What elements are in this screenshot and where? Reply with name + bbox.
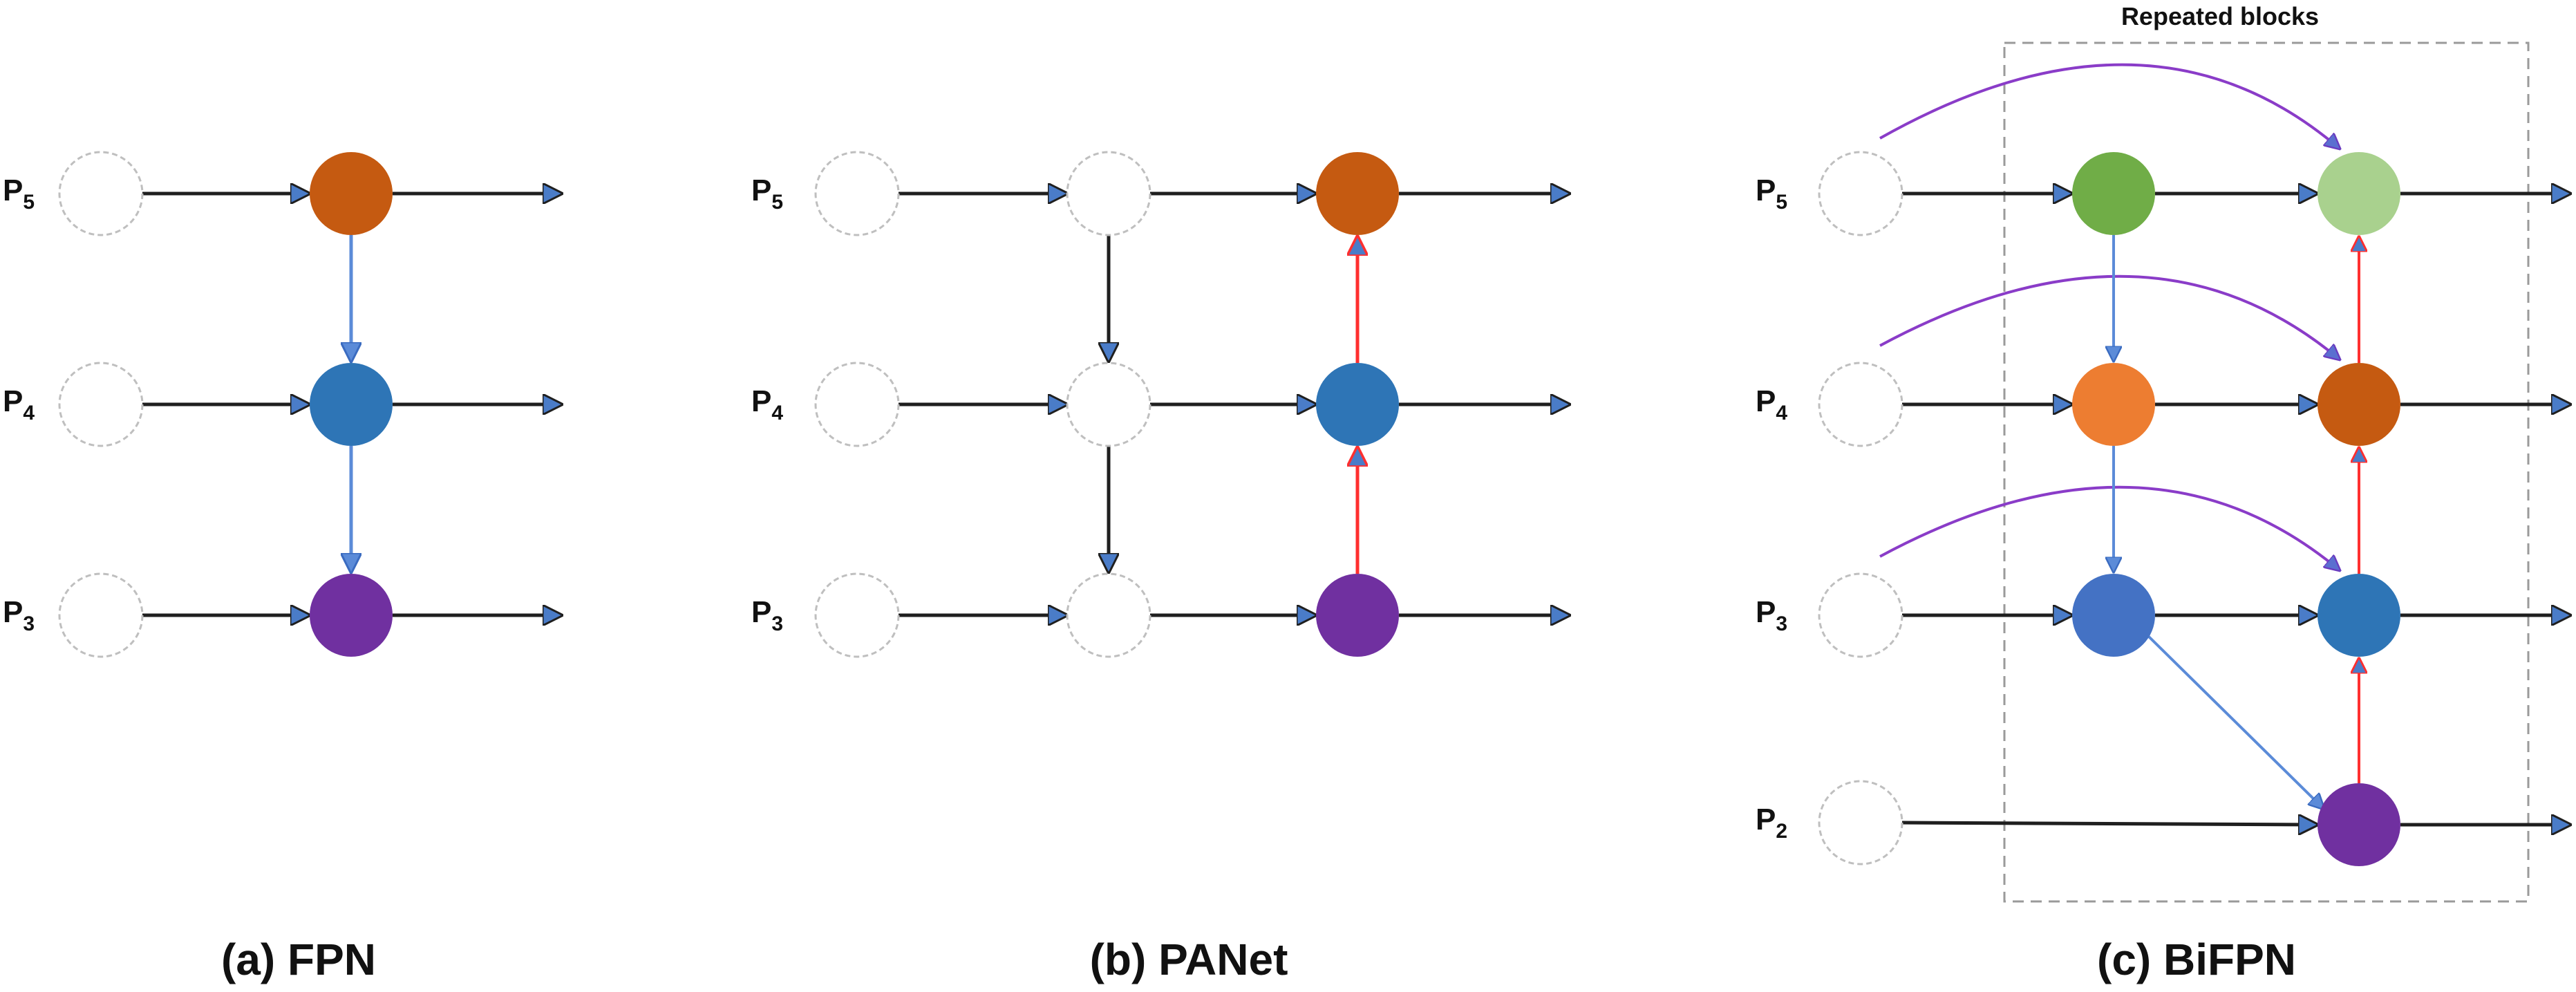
skip-arrow — [1879, 63, 2340, 149]
output-node-p4 — [1316, 363, 1399, 446]
input-node-p4 — [1818, 362, 1903, 447]
input-node-p3 — [814, 572, 900, 658]
output-node-p5 — [1316, 152, 1399, 235]
repeated-blocks-box — [2003, 41, 2530, 903]
level-label-p4: P4 — [1756, 384, 1787, 424]
fused-node-p4 — [310, 363, 393, 446]
intermediate-node-p5 — [1066, 151, 1151, 236]
input-node-p2 — [1818, 780, 1903, 865]
top-down-arrow — [2147, 635, 2324, 809]
panel-panet: P5 P4 P3 (b) PANet — [751, 151, 1569, 984]
level-label-p5: P5 — [751, 174, 783, 214]
fused-node-p3 — [310, 574, 393, 657]
caption-fpn: (a) FPN — [221, 935, 376, 984]
repeated-blocks-label: Repeated blocks — [2121, 2, 2319, 30]
intermediate-node-p3 — [1066, 572, 1151, 658]
output-node-p3 — [2318, 574, 2400, 657]
input-node-p4 — [814, 362, 900, 447]
skip-arrow — [1879, 485, 2340, 570]
output-node-p4 — [2318, 363, 2400, 446]
level-label-p5: P5 — [1756, 174, 1787, 214]
skip-arrow — [1879, 274, 2340, 359]
level-label-p3: P3 — [1756, 595, 1787, 635]
caption-bifpn: (c) BiFPN — [2097, 935, 2296, 984]
level-label-p4: P4 — [3, 384, 35, 424]
intermediate-node-p4 — [2072, 363, 2155, 446]
input-node-p5 — [58, 151, 144, 236]
output-node-p2 — [2318, 783, 2400, 866]
level-label-p3: P3 — [751, 595, 783, 635]
caption-panet: (b) PANet — [1090, 935, 1288, 984]
panel-bifpn: Repeated blocks P5 P4 P3 P2 — [1756, 2, 2570, 984]
arrow — [1901, 823, 2317, 825]
intermediate-node-p3 — [2072, 574, 2155, 657]
output-node-p5 — [2318, 152, 2400, 235]
level-label-p4: P4 — [751, 384, 783, 424]
intermediate-node-p4 — [1066, 362, 1151, 447]
input-node-p4 — [58, 362, 144, 447]
input-node-p5 — [1818, 151, 1903, 236]
input-node-p5 — [814, 151, 900, 236]
fused-node-p5 — [310, 152, 393, 235]
intermediate-node-p5 — [2072, 152, 2155, 235]
input-node-p3 — [58, 572, 144, 658]
level-label-p5: P5 — [3, 174, 35, 214]
input-node-p3 — [1818, 572, 1903, 658]
panel-fpn: P5 P4 P3 (a) FPN — [3, 151, 561, 984]
output-node-p3 — [1316, 574, 1399, 657]
level-label-p3: P3 — [3, 595, 35, 635]
level-label-p2: P2 — [1756, 803, 1787, 843]
